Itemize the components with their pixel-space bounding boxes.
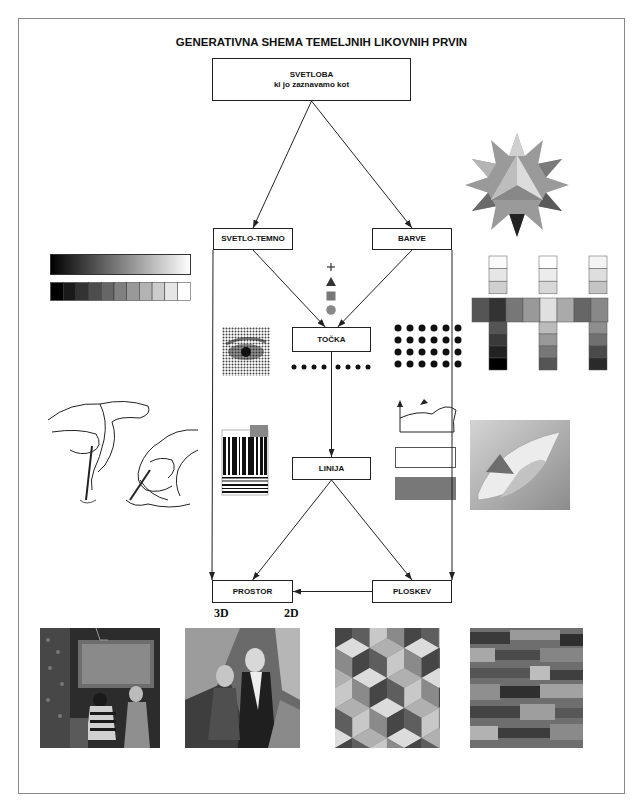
node-label: SVETLO-TEMNO bbox=[221, 234, 285, 244]
arrow-connector bbox=[253, 480, 332, 580]
source-box: SVETLOBAki jo zaznavamo kot bbox=[212, 58, 411, 101]
process-box: TOČKA bbox=[292, 327, 371, 352]
arrow-connector bbox=[331, 352, 332, 457]
process-box: SVETLO-TEMNO bbox=[213, 228, 293, 250]
arrow-connector bbox=[212, 250, 213, 580]
node-label: SVETLOBA bbox=[290, 70, 334, 80]
dimension-label: 2D bbox=[284, 606, 299, 621]
node-label: PROSTOR bbox=[233, 587, 272, 597]
node-label: TOČKA bbox=[317, 335, 345, 345]
process-box: LINIJA bbox=[292, 457, 371, 480]
arrow-connector bbox=[338, 250, 412, 327]
arrow-connector bbox=[312, 101, 413, 228]
arrow-connector bbox=[253, 250, 325, 327]
node-label: PLOSKEV bbox=[393, 587, 431, 597]
node-label: BARVE bbox=[398, 234, 426, 244]
node-subtitle: ki jo zaznavamo kot bbox=[274, 80, 349, 90]
process-box: BARVE bbox=[372, 228, 452, 250]
diagram-title: GENERATIVNA SHEMA TEMELJNIH LIKOVNIH PRV… bbox=[0, 36, 643, 48]
node-label: LINIJA bbox=[319, 464, 344, 474]
result-box: PLOSKEV bbox=[372, 580, 452, 603]
dimension-label: 3D bbox=[214, 606, 229, 621]
arrow-connector bbox=[293, 591, 372, 592]
result-box: PROSTOR bbox=[212, 580, 293, 603]
arrow-connector bbox=[332, 480, 413, 580]
arrow-connector bbox=[452, 250, 453, 580]
arrow-connector bbox=[253, 101, 312, 228]
